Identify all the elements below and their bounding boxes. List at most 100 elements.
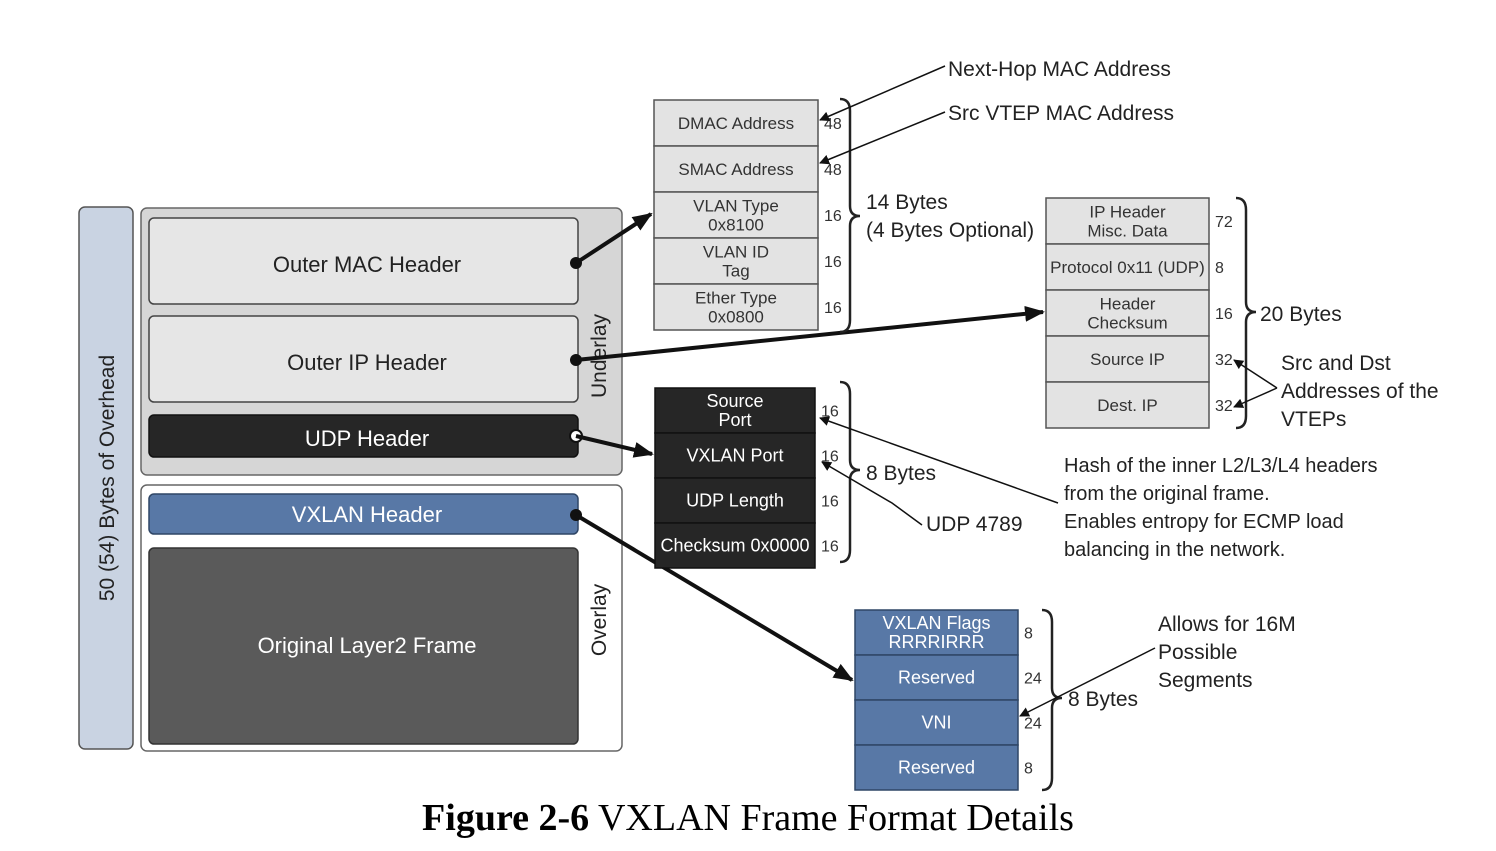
vxlan-row [854, 699, 1019, 746]
mac-connector-arrow [574, 212, 653, 265]
vxlan-row [854, 609, 1019, 656]
next-hop-annotation: Next-Hop MAC Address [948, 58, 1171, 81]
src-vtep-pointer [819, 111, 946, 165]
vxlan-field-label: Reserved [898, 758, 975, 778]
ip-row [1045, 197, 1210, 245]
mac-field-label: 0x8100 [708, 216, 764, 235]
source-port-pointer [819, 416, 1059, 504]
ip-field-label: Dest. IP [1097, 396, 1157, 415]
ip-bit-width: 32 [1215, 352, 1233, 369]
mac-field-label: SMAC Address [678, 160, 793, 179]
ip-row [1045, 243, 1210, 291]
overhead-bar [78, 206, 134, 750]
original-frame-box [148, 547, 579, 745]
udp-row [654, 477, 816, 524]
ip-field-label: Protocol 0x11 (UDP) [1050, 258, 1205, 277]
ip-row [1045, 335, 1210, 383]
udp-field-label: UDP Length [686, 491, 784, 511]
ip-field-label: IP Header [1089, 203, 1166, 222]
mac-field-label: 0x0800 [708, 308, 764, 327]
ip-bit-width: 32 [1215, 398, 1233, 415]
udp-row [654, 432, 816, 479]
mac-field-label: VLAN ID [703, 243, 769, 262]
udp-field-label: Checksum 0x0000 [660, 536, 809, 556]
hash-annotation-2: from the original frame. [1064, 483, 1270, 505]
mac-bit-width: 48 [824, 162, 842, 179]
vxlan-header-label: VXLAN Header [292, 502, 442, 527]
mac-field-label: Ether Type [695, 289, 777, 308]
vxlan-field-label: RRRRIRRR [889, 632, 985, 652]
mac-row [653, 99, 819, 147]
mac-bit-width: 16 [824, 300, 842, 317]
figure-caption: Figure 2-6 VXLAN Frame Format Details [0, 796, 1496, 840]
mac-row [653, 237, 819, 285]
ip-row [1045, 381, 1210, 429]
udp-row [654, 522, 816, 569]
outer-ip-label: Outer IP Header [287, 350, 447, 375]
dst-ip-pointer [1233, 387, 1278, 408]
ip-bytes-label: 20 Bytes [1260, 303, 1342, 326]
vxlan-bytes-label: 8 Bytes [1068, 688, 1138, 711]
vxlan-field-label: VXLAN Flags [882, 613, 990, 633]
segments-annotation-1: Allows for 16M [1158, 613, 1296, 636]
ip-field-label: Misc. Data [1087, 222, 1168, 241]
ip-field-label: Header [1100, 295, 1156, 314]
src-dst-annotation-2: Addresses of the [1281, 380, 1439, 403]
vxlan-bit-width: 24 [1024, 716, 1042, 733]
outer-mac-label: Outer MAC Header [273, 252, 461, 277]
mac-row [653, 145, 819, 193]
udp-bytes-label: 8 Bytes [866, 462, 936, 485]
mac-bit-width: 48 [824, 116, 842, 133]
segments-annotation-3: Segments [1158, 669, 1253, 692]
vni-pointer [1019, 647, 1156, 717]
udp-bit-width: 16 [821, 539, 839, 556]
src-dst-annotation-1: Src and Dst [1281, 352, 1391, 375]
vxlan-field-label: Reserved [898, 668, 975, 688]
vxlan-bit-width: 24 [1024, 671, 1042, 688]
vxlan-bit-width: 8 [1024, 626, 1033, 643]
ip-brace [1235, 196, 1257, 430]
segments-annotation-2: Possible [1158, 641, 1237, 664]
vxlan-field-label: VNI [921, 713, 951, 733]
udp-brace [839, 380, 861, 564]
udp-field-label: Port [718, 410, 751, 430]
src-vtep-annotation: Src VTEP MAC Address [948, 102, 1174, 125]
ip-row [1045, 289, 1210, 337]
ip-bit-width: 72 [1215, 214, 1233, 231]
mac-row [653, 283, 819, 331]
ip-bit-width: 8 [1215, 260, 1224, 277]
vxlan-row [854, 744, 1019, 791]
mac-brace [839, 97, 861, 334]
hash-annotation-4: balancing in the network. [1064, 539, 1285, 561]
udp-bit-width: 16 [821, 449, 839, 466]
ip-connector-arrow [575, 305, 1045, 362]
mac-field-label: Tag [722, 262, 749, 281]
src-dst-annotation-3: VTEPs [1281, 408, 1346, 431]
mac-field-label: DMAC Address [678, 114, 794, 133]
overlay-label: Overlay [588, 583, 611, 656]
udp-row [654, 387, 816, 434]
mac-field-label: VLAN Type [693, 197, 779, 216]
mac-bit-width: 16 [824, 208, 842, 225]
overhead-label: 50 (54) Bytes of Overhead [96, 355, 119, 601]
udp-port-annotation: UDP 4789 [926, 513, 1023, 536]
mac-bytes-optional-label: (4 Bytes Optional) [866, 219, 1034, 242]
next-hop-pointer [819, 65, 946, 122]
mac-bytes-label: 14 Bytes [866, 191, 948, 214]
figure-title: VXLAN Frame Format Details [597, 797, 1074, 839]
original-frame-label: Original Layer2 Frame [258, 633, 477, 658]
udp-header-label: UDP Header [305, 426, 429, 451]
udp-bit-width: 16 [821, 404, 839, 421]
mac-bit-width: 16 [824, 254, 842, 271]
ip-field-label: Checksum [1087, 314, 1167, 333]
vxlan-brace [1041, 608, 1063, 792]
hash-annotation-1: Hash of the inner L2/L3/L4 headers [1064, 455, 1378, 477]
vxlan-port-pointer [821, 461, 923, 526]
udp-connector-arrow [575, 434, 654, 458]
ip-field-label: Source IP [1090, 350, 1165, 369]
